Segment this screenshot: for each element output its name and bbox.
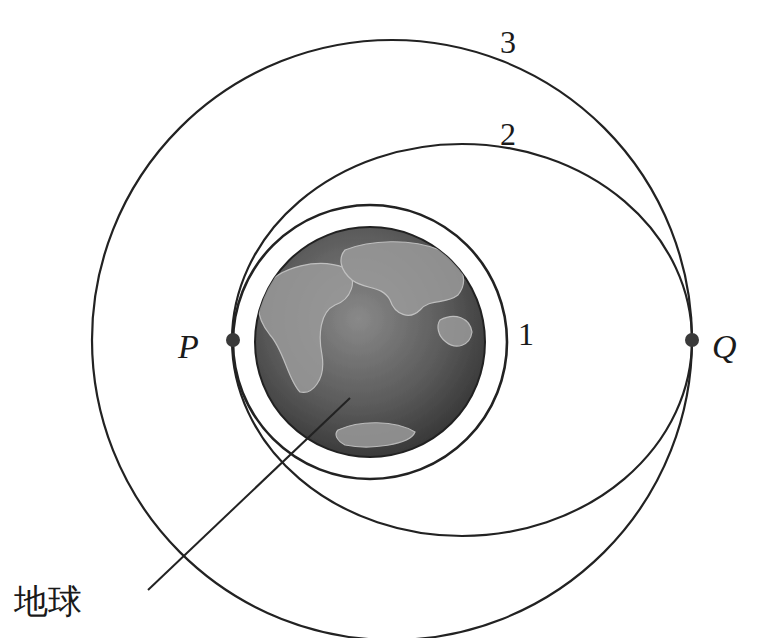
point-label: P [178,330,199,364]
orbit-number: 2 [500,118,516,150]
point-p [226,333,240,347]
leader-line [148,398,350,590]
orbit-number: 3 [500,26,516,58]
orbit-1 [233,205,507,479]
continents [258,242,472,447]
point-label: Q [712,330,737,364]
orbit-3 [92,40,692,638]
orbit-number: 1 [518,318,534,350]
earth-label: 地球 [14,584,82,618]
orbit-2 [232,144,692,536]
point-q [685,333,699,347]
earth [255,227,485,457]
